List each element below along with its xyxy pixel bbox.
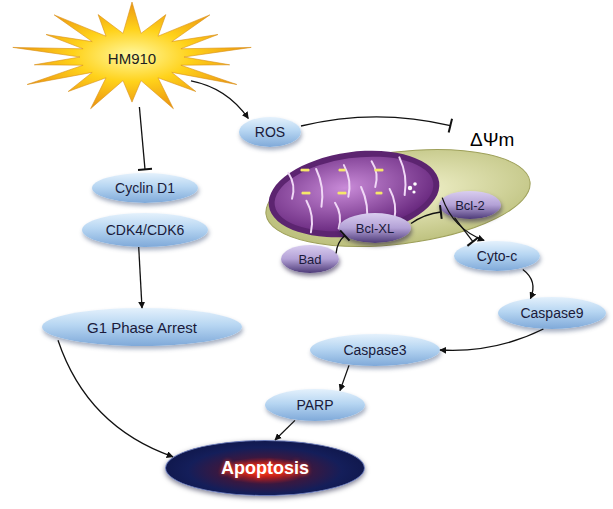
outcome-ellipse: Apoptosis: [165, 440, 365, 496]
node-label: ΔΨm: [470, 129, 514, 151]
node-label: Cyto-c: [477, 248, 517, 264]
node-label: Bad: [298, 252, 321, 267]
node-label: CDK4/CDK6: [106, 222, 185, 238]
protein-ellipse: Bcl-2: [439, 191, 501, 219]
arrow-connector: [139, 247, 142, 308]
arrow-connector: [58, 340, 173, 457]
arrow-connector: [440, 329, 543, 350]
process-ellipse: Caspase3: [310, 334, 440, 366]
arrow-connector: [523, 270, 533, 299]
drug-starburst: HM910: [9, 1, 255, 115]
process-ellipse: Cyto-c: [454, 241, 540, 271]
node-label: Caspase3: [343, 342, 406, 358]
node-label: HM910: [108, 50, 156, 67]
node-label: G1 Phase Arrest: [87, 319, 197, 336]
node-label: Cyclin D1: [115, 180, 175, 196]
node-label: Bcl-XL: [356, 221, 394, 236]
protein-ellipse: Bad: [281, 245, 339, 273]
arrow-connector: [340, 365, 349, 390]
inhibition-connector: [138, 107, 152, 170]
node-label: Caspase9: [520, 305, 583, 321]
node-label: ROS: [255, 124, 285, 140]
process-ellipse: PARP: [265, 389, 365, 421]
process-ellipse: CDK4/CDK6: [82, 213, 208, 247]
node-label: Bcl-2: [455, 198, 485, 213]
process-ellipse: Cyclin D1: [92, 173, 198, 203]
arrow-connector: [191, 81, 248, 119]
protein-ellipse: Bcl-XL: [339, 213, 411, 243]
process-ellipse: Caspase9: [498, 297, 606, 329]
arrow-connector: [275, 420, 295, 440]
process-ellipse: G1 Phase Arrest: [42, 308, 242, 346]
node-label: Apoptosis: [221, 458, 309, 479]
inhibition-connector: [301, 117, 452, 133]
process-ellipse: ROS: [239, 117, 301, 147]
node-label: PARP: [296, 397, 333, 413]
